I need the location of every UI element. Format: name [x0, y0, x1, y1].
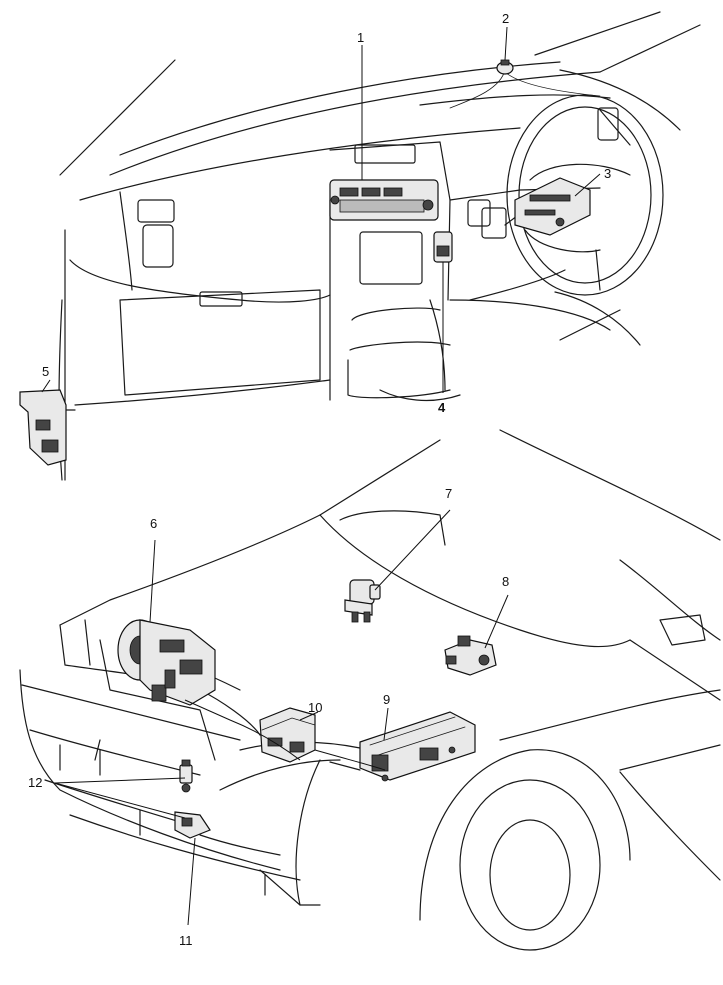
engine-control-box	[359, 711, 476, 782]
label-11: 11	[179, 933, 193, 948]
label-2: 2	[502, 11, 509, 26]
callout-lines-bottom	[54, 509, 509, 926]
label-1: 1	[357, 30, 364, 45]
ambient-temp-sensor	[174, 811, 211, 839]
dash-top-sensor	[496, 59, 514, 75]
pressure-sensor	[444, 635, 497, 676]
vehicle-front-view	[19, 429, 721, 951]
label-4: 4	[438, 400, 446, 415]
label-12: 12	[28, 775, 42, 790]
ac-compressor	[117, 619, 216, 706]
side-bracket-unit	[19, 389, 76, 466]
label-9: 9	[383, 692, 390, 707]
pressure-switch	[179, 759, 193, 793]
label-7: 7	[445, 486, 452, 501]
label-5: 5	[42, 364, 49, 379]
callout-lines-top	[41, 26, 601, 393]
callout-labels: 1 2 3 4 5 6 7 8 9 10 11 12	[28, 11, 611, 948]
dashboard-interior-view	[58, 11, 701, 481]
label-6: 6	[150, 516, 157, 531]
label-10: 10	[308, 700, 322, 715]
label-8: 8	[502, 574, 509, 589]
label-3: 3	[604, 166, 611, 181]
vacuum-valve	[344, 579, 381, 623]
console-relay	[433, 231, 453, 263]
steering-column-module	[514, 177, 591, 236]
ac-control-panel	[329, 179, 439, 221]
relay-block	[259, 707, 316, 763]
